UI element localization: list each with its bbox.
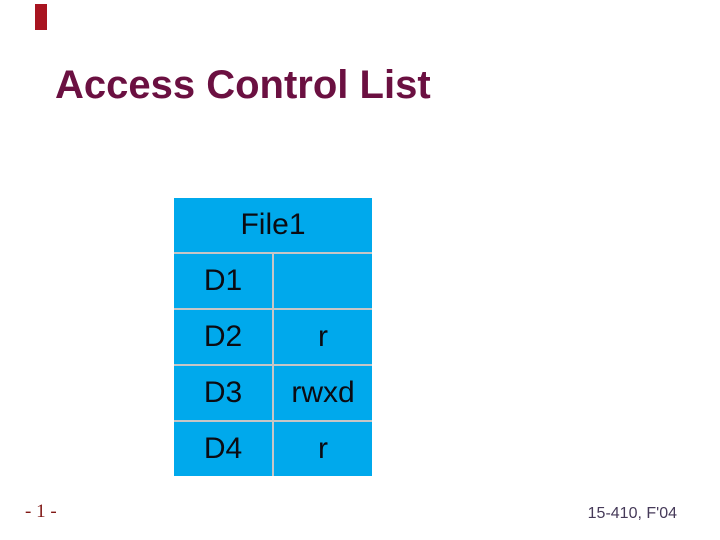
table-cell-rights: rwxd: [274, 366, 372, 420]
table-cell-domain: D3: [174, 366, 272, 420]
table-header-file1: File1: [174, 198, 372, 252]
table-cell-domain: D4: [174, 422, 272, 476]
table-cell-domain: D1: [174, 254, 272, 308]
table-cell-rights: r: [274, 310, 372, 364]
table-cell-domain: D2: [174, 310, 272, 364]
acl-table: File1 D1 D2 r D3 rwxd D4 r: [174, 198, 372, 476]
corner-accent-bar: [35, 4, 47, 30]
course-footer: 15-410, F'04: [587, 505, 677, 522]
table-cell-rights: [274, 254, 372, 308]
table-cell-rights: r: [274, 422, 372, 476]
page-number: - 1 -: [25, 501, 57, 522]
page-title: Access Control List: [55, 63, 431, 107]
